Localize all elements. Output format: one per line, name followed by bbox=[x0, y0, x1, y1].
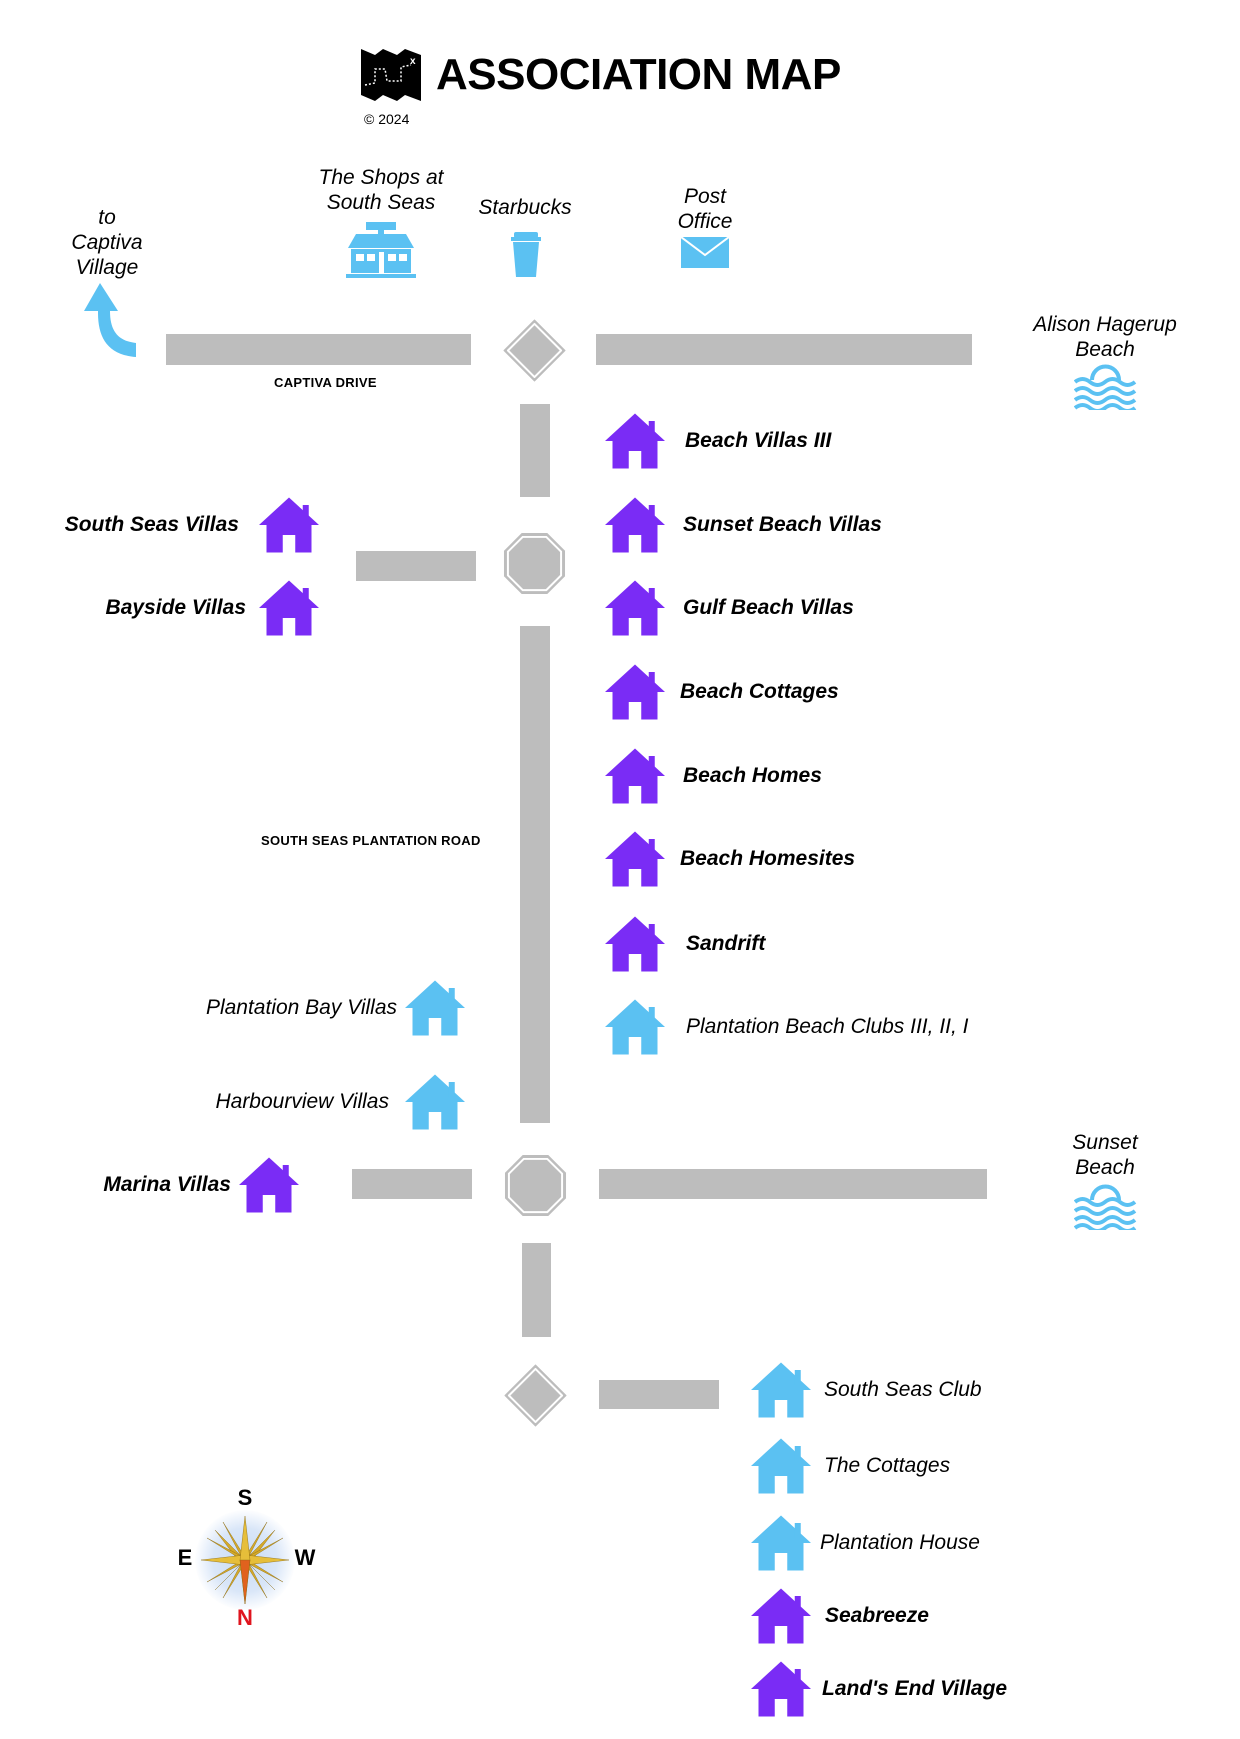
coffee-cup-icon bbox=[511, 232, 541, 277]
road-captiva-drive-west bbox=[166, 334, 471, 365]
house-icon bbox=[605, 664, 665, 720]
label-line: to bbox=[98, 206, 116, 229]
compass-label-e: E bbox=[177, 1545, 193, 1570]
house-icon bbox=[239, 1157, 299, 1213]
road-segment bbox=[522, 1243, 551, 1337]
property-label: South Seas Villas bbox=[64, 513, 239, 536]
intersection-diamond-icon bbox=[504, 1364, 567, 1427]
intersection-octagon-icon bbox=[503, 532, 566, 595]
poi-sunset-beach-label: Sunset Beach bbox=[1072, 1130, 1137, 1180]
property-label: Sunset Beach Villas bbox=[683, 513, 882, 536]
label-line: South Seas bbox=[326, 191, 436, 214]
arrow-turn-icon bbox=[84, 283, 136, 357]
house-icon bbox=[605, 916, 665, 972]
property-label: Beach Homesites bbox=[680, 847, 856, 870]
property-label: Sandrift bbox=[686, 932, 766, 955]
svg-text:x: x bbox=[410, 56, 416, 67]
label-line: Office bbox=[677, 210, 733, 233]
label-line: Beach bbox=[1075, 338, 1135, 361]
property-label: South Seas Club bbox=[824, 1378, 982, 1401]
house-icon bbox=[605, 580, 665, 636]
label-line: Village bbox=[75, 256, 139, 279]
road-segment bbox=[520, 404, 550, 497]
poi-shops-label: The Shops at South Seas bbox=[319, 165, 444, 215]
house-icon bbox=[751, 1515, 811, 1571]
poi-captiva-village-label: to Captiva Village bbox=[71, 205, 142, 280]
road-segment bbox=[599, 1380, 719, 1409]
intersection-diamond-icon bbox=[503, 319, 566, 382]
page-title: ASSOCIATION MAP bbox=[436, 50, 841, 99]
property-label: Harbourview Villas bbox=[215, 1090, 389, 1113]
property-label: Beach Villas III bbox=[685, 429, 832, 452]
property-label: Plantation Beach Clubs III, II, I bbox=[686, 1015, 969, 1038]
label-line: Alison Hagerup bbox=[1033, 313, 1177, 336]
storefront-icon bbox=[346, 222, 416, 278]
property-label: Plantation House bbox=[820, 1531, 980, 1554]
label-line: Sunset bbox=[1072, 1131, 1138, 1154]
house-icon bbox=[405, 980, 465, 1036]
house-icon bbox=[605, 497, 665, 553]
property-label: Land's End Village bbox=[822, 1677, 1008, 1700]
property-label: Beach Homes bbox=[683, 764, 822, 787]
label-line: Captiva bbox=[71, 231, 143, 254]
compass-label-s: S bbox=[237, 1485, 253, 1510]
house-icon bbox=[605, 999, 665, 1055]
house-icon bbox=[405, 1074, 465, 1130]
road-captiva-drive-east bbox=[596, 334, 972, 365]
road-segment bbox=[356, 551, 476, 581]
road-segment bbox=[352, 1169, 472, 1199]
beach-waves-icon bbox=[1074, 364, 1137, 410]
property-label: Marina Villas bbox=[103, 1173, 231, 1196]
label-line: Beach bbox=[1075, 1156, 1135, 1179]
house-icon bbox=[259, 497, 319, 553]
compass-label-n: N bbox=[237, 1605, 253, 1630]
beach-waves-icon bbox=[1074, 1184, 1137, 1230]
road-plantation bbox=[520, 626, 550, 1123]
house-icon bbox=[605, 831, 665, 887]
property-label: Gulf Beach Villas bbox=[683, 596, 854, 619]
compass-label-w: W bbox=[294, 1545, 316, 1570]
poi-starbucks-label: Starbucks bbox=[478, 196, 572, 219]
envelope-icon bbox=[681, 237, 729, 268]
folded-map-icon: x bbox=[361, 49, 421, 101]
label-line: The Shops at bbox=[318, 166, 444, 189]
road-label-plantation-road: SOUTH SEAS PLANTATION ROAD bbox=[261, 833, 481, 848]
house-icon bbox=[605, 413, 665, 469]
road-segment bbox=[599, 1169, 987, 1199]
house-icon bbox=[751, 1588, 811, 1644]
property-label: Beach Cottages bbox=[680, 680, 839, 703]
house-icon bbox=[259, 580, 319, 636]
property-label: Bayside Villas bbox=[105, 596, 246, 619]
property-label: Plantation Bay Villas bbox=[205, 996, 397, 1019]
compass-rose-icon bbox=[200, 1515, 290, 1605]
house-icon bbox=[751, 1438, 811, 1494]
poi-alison-hagerup-beach-label: Alison Hagerup Beach bbox=[1033, 312, 1177, 362]
road-label-captiva-drive: CAPTIVA DRIVE bbox=[274, 375, 377, 390]
intersection-octagon-icon bbox=[504, 1154, 567, 1217]
property-label: Seabreeze bbox=[825, 1604, 929, 1627]
house-icon bbox=[751, 1362, 811, 1418]
copyright: © 2024 bbox=[364, 111, 410, 127]
label-line: Post bbox=[683, 185, 727, 208]
property-label: The Cottages bbox=[824, 1454, 951, 1477]
poi-post-office-label: Post Office bbox=[678, 184, 733, 234]
house-icon bbox=[751, 1661, 811, 1717]
house-icon bbox=[605, 748, 665, 804]
